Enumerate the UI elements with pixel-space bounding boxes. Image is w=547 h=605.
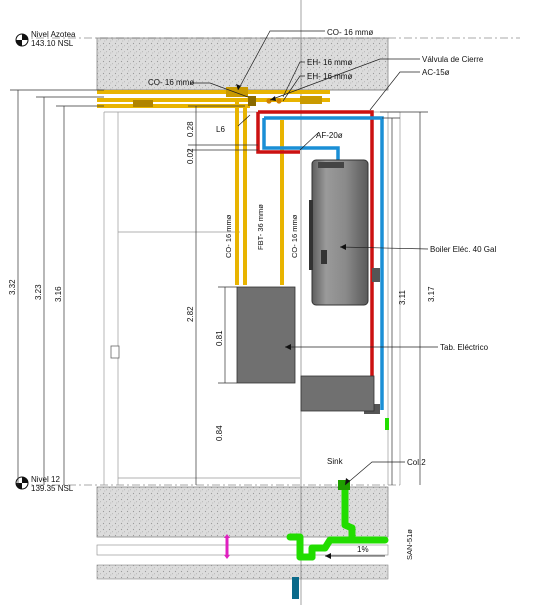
leader-lines	[190, 30, 438, 486]
floor-slab	[20, 484, 400, 580]
label-sink: Sink	[327, 457, 344, 466]
label-valvula: Válvula de Cierre	[422, 55, 484, 64]
level-marker-top: Nivel Azotea 143.10 NSL	[15, 30, 76, 48]
ac-pipe	[256, 110, 374, 410]
slope-indicator: 1%	[325, 545, 385, 559]
dim-3-17: 3.17	[427, 286, 436, 302]
san-pipe	[286, 483, 389, 561]
label-af: AF-20ø	[316, 131, 343, 140]
dim-3-16: 3.16	[54, 286, 63, 302]
dim-2-82: 2.82	[186, 306, 195, 322]
wall-box	[110, 345, 120, 359]
electrical-panel	[236, 286, 296, 384]
leader-arrowheads	[236, 84, 350, 485]
label-co-top: CO- 16 mmø	[327, 28, 373, 37]
label-co-left: CO- 16 mmø	[148, 78, 194, 87]
label-ac: AC-15ø	[422, 68, 450, 77]
roof-slab	[20, 37, 520, 91]
label-eh-1: EH- 16 mmø	[307, 58, 352, 67]
boiler	[309, 159, 380, 306]
label-co-vertical-2: CO- 16 mmø	[290, 214, 299, 258]
label-slope: 1%	[357, 545, 369, 554]
dim-0-02: 0.02	[186, 148, 195, 164]
level-bottom-name: Nivel 12	[31, 475, 60, 484]
label-co-vertical-1: CO- 16 mmø	[224, 214, 233, 258]
level-marker-bottom: Nivel 12 139.35 NSL	[15, 475, 74, 493]
green-stub	[385, 418, 389, 430]
dim-3-23: 3.23	[34, 284, 43, 300]
level-bottom-value: 139.35 NSL	[31, 484, 74, 493]
label-eh-2: EH- 16 mmø	[307, 72, 352, 81]
dim-0-28: 0.28	[186, 121, 195, 137]
label-tablero: Tab. Eléctrico	[440, 343, 489, 352]
level-top-name: Nivel Azotea	[31, 30, 76, 39]
magenta-pipe	[224, 534, 230, 559]
dim-0-84: 0.84	[215, 425, 224, 441]
dimension-lines	[10, 89, 428, 485]
label-san: SAN-51ø	[405, 529, 414, 560]
label-fbt: FBT- 36 mmø	[256, 204, 265, 250]
drain-stub	[292, 577, 299, 599]
label-boiler: Boiler Eléc. 40 Gal	[430, 245, 496, 254]
label-l6: L6	[216, 125, 225, 134]
dim-3-11: 3.11	[398, 289, 407, 305]
dim-0-81: 0.81	[215, 330, 224, 346]
level-top-value: 143.10 NSL	[31, 39, 74, 48]
col-fitting	[338, 480, 350, 490]
label-col: Col.2	[407, 458, 426, 467]
lower-cabinet	[300, 375, 375, 412]
dim-3-32: 3.32	[8, 279, 17, 295]
